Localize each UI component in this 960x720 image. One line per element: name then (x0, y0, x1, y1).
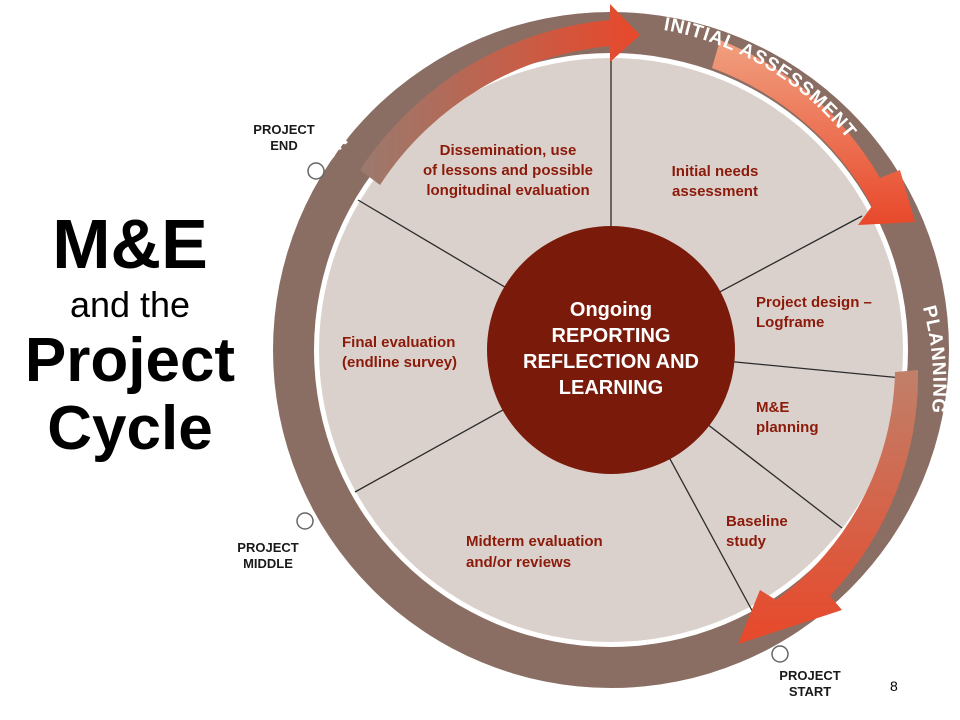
page-number: 8 (890, 678, 898, 694)
segment-midterm-line-2: and/or reviews (466, 554, 571, 571)
segment-me-planning-line-1: M&E (756, 399, 789, 416)
segment-labels: Dissemination, use of lessons and possib… (342, 142, 872, 571)
project-start-label-line-1: PROJECT (779, 668, 841, 683)
segment-project-design: Project design – Logframe (756, 294, 872, 331)
segment-midterm: Midterm evaluation and/or reviews (466, 533, 603, 571)
arrow-initial-assessment (712, 40, 915, 225)
title-line-me: M&E (52, 205, 208, 283)
project-start-marker (771, 645, 789, 663)
arrow-top (360, 4, 640, 185)
segment-dissemination: Dissemination, use of lessons and possib… (423, 142, 593, 199)
segment-project-design-line-2: Logframe (756, 314, 824, 331)
segment-baseline-line-2: study (726, 533, 767, 550)
center-line-1: Ongoing (570, 299, 652, 321)
segment-initial-needs-line-1: Initial needs (672, 163, 759, 180)
title-line-cycle: Cycle (47, 394, 213, 463)
segment-initial-needs-line-2: assessment (672, 183, 758, 200)
segment-project-design-line-1: Project design – (756, 294, 872, 311)
segment-baseline-line-1: Baseline (726, 513, 788, 530)
project-start-label-line-2: START (788, 684, 832, 699)
segment-me-planning: M&E planning (756, 399, 819, 436)
project-start-label: PROJECT START (770, 668, 850, 700)
segment-final: Final evaluation (endline survey) (342, 334, 457, 371)
title-line-and-the: and the (69, 284, 191, 325)
segment-me-planning-line-2: planning (756, 419, 819, 436)
segment-dissemination-line-1: Dissemination, use (440, 142, 577, 159)
arrow-planning (738, 370, 919, 644)
project-end-label-line-1: PROJECT (253, 122, 315, 137)
project-end-marker (307, 162, 325, 180)
segment-baseline: Baseline study (726, 513, 788, 550)
project-middle-label-line-2: MIDDLE (243, 556, 293, 571)
center-text: Ongoing REPORTING REFLECTION AND LEARNIN… (523, 299, 699, 399)
segment-initial-needs: Initial needs assessment (672, 163, 759, 200)
center-line-2: REPORTING (552, 325, 671, 347)
project-middle-marker (296, 512, 314, 530)
segment-dissemination-line-2: of lessons and possible (423, 162, 593, 179)
project-middle-label: PROJECT MIDDLE (228, 540, 308, 572)
project-middle-label-line-1: PROJECT (237, 540, 299, 555)
center-line-3: REFLECTION AND (523, 351, 699, 373)
center-circle (487, 226, 735, 474)
segment-midterm-line-1: Midterm evaluation (466, 533, 603, 550)
title-line-project: Project (24, 326, 236, 395)
center-line-4: LEARNING (559, 377, 663, 399)
slide-title: M&E and the Project Cycle (0, 205, 260, 463)
project-end-label: PROJECT END (244, 122, 324, 154)
segment-final-line-1: Final evaluation (342, 334, 455, 351)
project-end-label-line-2: END (270, 138, 298, 153)
segment-final-line-2: (endline survey) (342, 354, 457, 371)
segment-dissemination-line-3: longitudinal evaluation (426, 182, 589, 199)
